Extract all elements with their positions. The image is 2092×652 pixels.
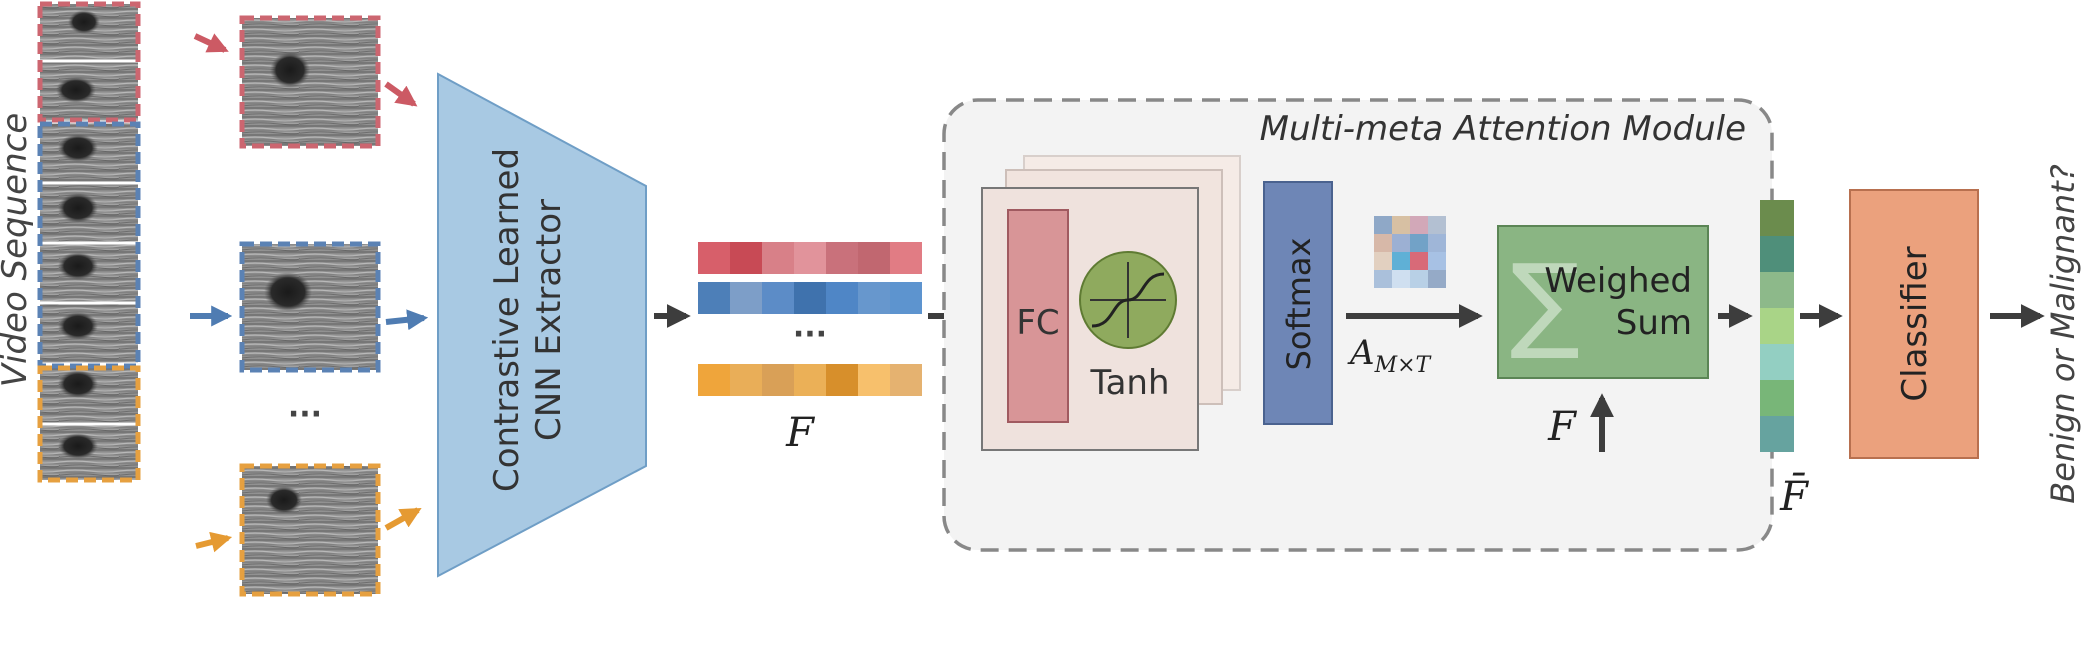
weighed-label-line1: Weighed bbox=[1544, 261, 1692, 301]
extractor-label-line1: Contrastive Learned bbox=[487, 148, 527, 492]
feature-cell-red bbox=[858, 242, 890, 274]
orange-sample-arrow bbox=[195, 531, 233, 553]
attention-cell bbox=[1374, 252, 1392, 270]
red-clip-border bbox=[37, 1, 141, 123]
features-ellipsis: ··· bbox=[793, 317, 827, 352]
orange-extract-arrow bbox=[384, 507, 422, 531]
feature-cell-orange bbox=[794, 364, 826, 396]
attention-cell bbox=[1410, 270, 1428, 288]
tanh-label: Tanh bbox=[1089, 363, 1169, 403]
weighed-label-line2: Sum bbox=[1616, 303, 1692, 343]
feature-row-blue bbox=[698, 282, 922, 314]
pooled-cell bbox=[1760, 344, 1794, 380]
weighed-sum-block bbox=[1497, 225, 1709, 379]
softmax-block bbox=[1263, 181, 1333, 425]
classifier-label: Classifier bbox=[1895, 246, 1935, 401]
video-sequence-label: Video Sequence bbox=[0, 113, 35, 388]
feature-cell-blue bbox=[794, 282, 826, 314]
sampled-frame-red bbox=[239, 15, 381, 149]
orange-clip-border bbox=[37, 365, 141, 483]
cnn-extractor bbox=[437, 72, 647, 578]
sampled-frame-orange bbox=[239, 463, 381, 597]
pooled-cell bbox=[1760, 236, 1794, 272]
attention-cell bbox=[1410, 252, 1428, 270]
feature-cell-orange bbox=[826, 364, 858, 396]
pooled-cell bbox=[1760, 380, 1794, 416]
feature-row-orange bbox=[698, 364, 922, 396]
pooled-cell bbox=[1760, 416, 1794, 452]
attention-cell bbox=[1428, 270, 1446, 288]
fc-label: FC bbox=[1016, 303, 1059, 343]
feature-row-red bbox=[698, 242, 922, 274]
feature-cell-blue bbox=[730, 282, 762, 314]
attention-matrix-icon bbox=[1374, 216, 1446, 288]
feature-cell-blue bbox=[890, 282, 922, 314]
attention-cell bbox=[1392, 252, 1410, 270]
feature-cell-orange bbox=[890, 364, 922, 396]
feature-cell-blue bbox=[858, 282, 890, 314]
classifier-block bbox=[1849, 189, 1979, 459]
attention-cell bbox=[1392, 234, 1410, 252]
feature-cell-red bbox=[890, 242, 922, 274]
blue-clip-border bbox=[37, 121, 141, 369]
attention-cell bbox=[1428, 216, 1446, 234]
feature-cell-red bbox=[794, 242, 826, 274]
attention-cell bbox=[1410, 216, 1428, 234]
attention-cell bbox=[1410, 234, 1428, 252]
pooled-cell bbox=[1760, 200, 1794, 236]
attention-cell bbox=[1392, 216, 1410, 234]
attention-symbol: AM×T bbox=[1347, 333, 1433, 378]
feature-cell-orange bbox=[730, 364, 762, 396]
attention-cell bbox=[1392, 270, 1410, 288]
attention-cell bbox=[1428, 234, 1446, 252]
softmax-label: Softmax bbox=[1280, 238, 1318, 371]
red-extract-arrow bbox=[384, 81, 418, 107]
feature-cell-red bbox=[826, 242, 858, 274]
feature-symbol: F bbox=[785, 410, 815, 456]
feature-cell-orange bbox=[698, 364, 730, 396]
feature-cell-blue bbox=[826, 282, 858, 314]
pooled-cell bbox=[1760, 272, 1794, 308]
attention-cell bbox=[1374, 234, 1392, 252]
extractor-label-line2: CNN Extractor bbox=[529, 199, 569, 441]
module-title: Multi-meta Attention Module bbox=[1260, 109, 1746, 149]
feature-cell-red bbox=[698, 242, 730, 274]
frames-ellipsis: ··· bbox=[288, 397, 322, 432]
attention-cell bbox=[1374, 270, 1392, 288]
feature-cell-orange bbox=[858, 364, 890, 396]
sigma-icon: ∑ bbox=[1510, 241, 1580, 363]
blue-extract-arrow bbox=[385, 309, 429, 331]
sampled-frame-blue bbox=[239, 241, 381, 373]
pooled-feature-vector bbox=[1760, 200, 1794, 452]
feature-cell-blue bbox=[698, 282, 730, 314]
feature-cell-red bbox=[730, 242, 762, 274]
attention-cell bbox=[1374, 216, 1392, 234]
output-label: Benign or Malignant? bbox=[2044, 164, 2082, 504]
tanh-icon bbox=[1079, 251, 1177, 349]
attention-cell bbox=[1428, 252, 1446, 270]
pooled-cell bbox=[1760, 308, 1794, 344]
pooled-symbol: F̄ bbox=[1779, 473, 1809, 520]
video-frames-column bbox=[37, 1, 141, 483]
fc-block bbox=[1007, 209, 1069, 423]
red-sample-arrow bbox=[193, 33, 229, 53]
feature-cell-red bbox=[762, 242, 794, 274]
feature-input-symbol: F bbox=[1547, 404, 1577, 450]
feature-cell-blue bbox=[762, 282, 794, 314]
feature-cell-orange bbox=[762, 364, 794, 396]
